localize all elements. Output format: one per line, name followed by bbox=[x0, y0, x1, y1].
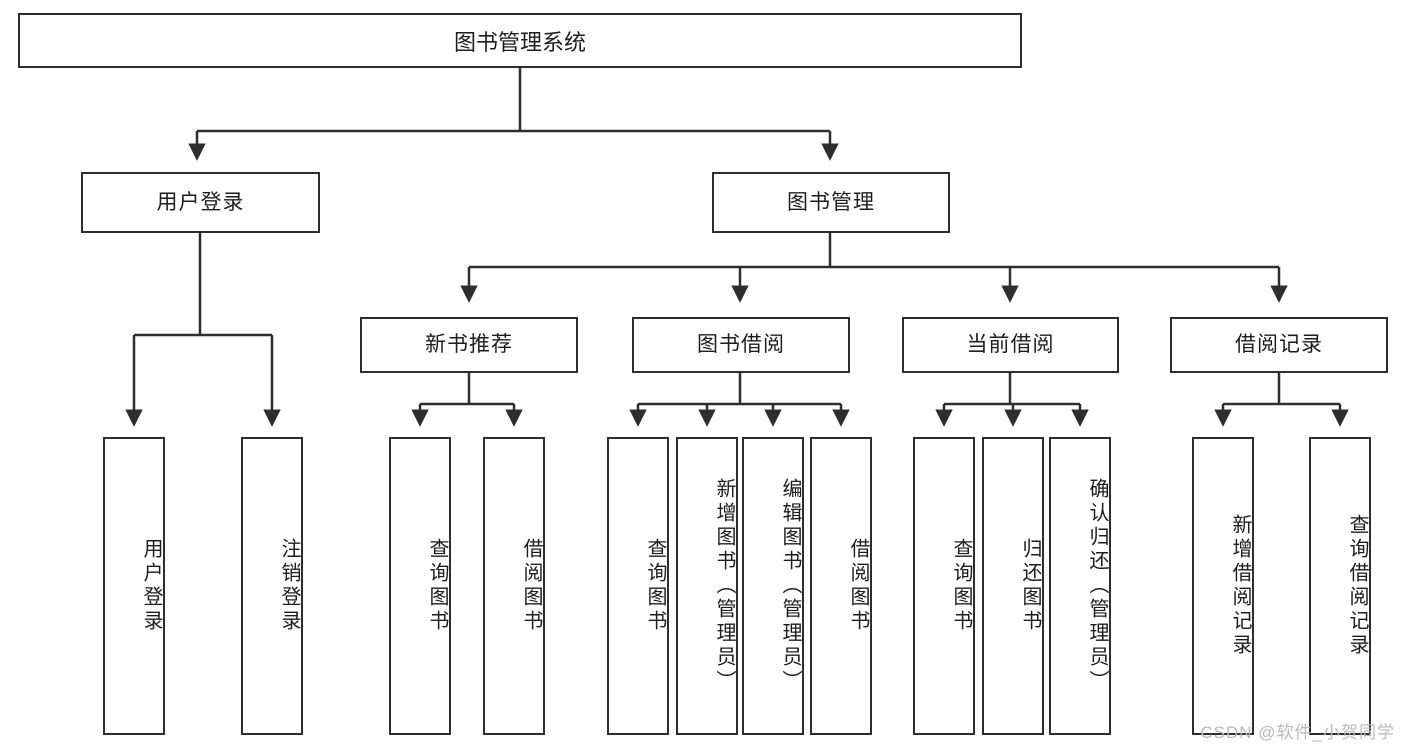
node-label: 用户登录 bbox=[140, 538, 162, 634]
node-book-borrow[interactable]: 图书借阅 bbox=[632, 317, 850, 373]
node-label: 注销登录 bbox=[278, 538, 300, 634]
node-label: 查询图书 bbox=[426, 538, 448, 634]
node-label: 用户登录 bbox=[156, 190, 245, 214]
leaf-new-book-query[interactable]: 查询图书 bbox=[389, 437, 451, 735]
leaf-book-borrow-borrow[interactable]: 借阅图书 bbox=[810, 437, 872, 735]
node-label: 新增借阅记录 bbox=[1229, 514, 1251, 658]
node-label: 图书管理系统 bbox=[453, 29, 586, 55]
node-label: 查询借阅记录 bbox=[1346, 514, 1368, 658]
leaf-current-borrow-query[interactable]: 查询图书 bbox=[913, 437, 975, 735]
node-new-book-recommend[interactable]: 新书推荐 bbox=[360, 317, 578, 373]
node-label: 查询图书 bbox=[950, 538, 972, 634]
leaf-user-login-logout[interactable]: 注销登录 bbox=[241, 437, 303, 735]
leaf-current-borrow-confirm-return[interactable]: 确认归还（管理员） bbox=[1049, 437, 1111, 735]
node-label: 当前借阅 bbox=[966, 333, 1055, 357]
leaf-borrow-record-add[interactable]: 新增借阅记录 bbox=[1192, 437, 1254, 735]
leaf-book-borrow-edit[interactable]: 编辑图书（管理员） bbox=[742, 437, 804, 735]
node-label: 查询图书 bbox=[644, 538, 666, 634]
leaf-book-borrow-add[interactable]: 新增图书（管理员） bbox=[676, 437, 738, 735]
leaf-borrow-record-query[interactable]: 查询借阅记录 bbox=[1309, 437, 1371, 735]
node-label: 图书借阅 bbox=[697, 333, 785, 357]
node-label: 借阅记录 bbox=[1235, 333, 1323, 357]
node-user-login[interactable]: 用户登录 bbox=[81, 172, 320, 233]
node-book-management[interactable]: 图书管理 bbox=[712, 172, 950, 233]
csdn-watermark: CSDN @软件_小贺同学 bbox=[1200, 723, 1395, 742]
node-label: 借阅图书 bbox=[847, 538, 869, 634]
node-label: 借阅图书 bbox=[520, 538, 542, 634]
node-label: 新增图书（管理员） bbox=[713, 478, 735, 694]
node-label: 新书推荐 bbox=[425, 333, 513, 357]
node-label: 图书管理 bbox=[787, 190, 875, 214]
leaf-user-login-login[interactable]: 用户登录 bbox=[103, 437, 165, 735]
node-label: 归还图书 bbox=[1019, 538, 1041, 634]
leaf-book-borrow-query[interactable]: 查询图书 bbox=[607, 437, 669, 735]
node-borrow-record[interactable]: 借阅记录 bbox=[1170, 317, 1388, 373]
node-book-management-system[interactable]: 图书管理系统 bbox=[18, 13, 1022, 68]
leaf-current-borrow-return[interactable]: 归还图书 bbox=[982, 437, 1044, 735]
node-label: 编辑图书（管理员） bbox=[779, 478, 801, 694]
node-current-borrow[interactable]: 当前借阅 bbox=[902, 317, 1119, 373]
node-label: 确认归还（管理员） bbox=[1086, 478, 1108, 694]
leaf-new-book-borrow[interactable]: 借阅图书 bbox=[483, 437, 545, 735]
